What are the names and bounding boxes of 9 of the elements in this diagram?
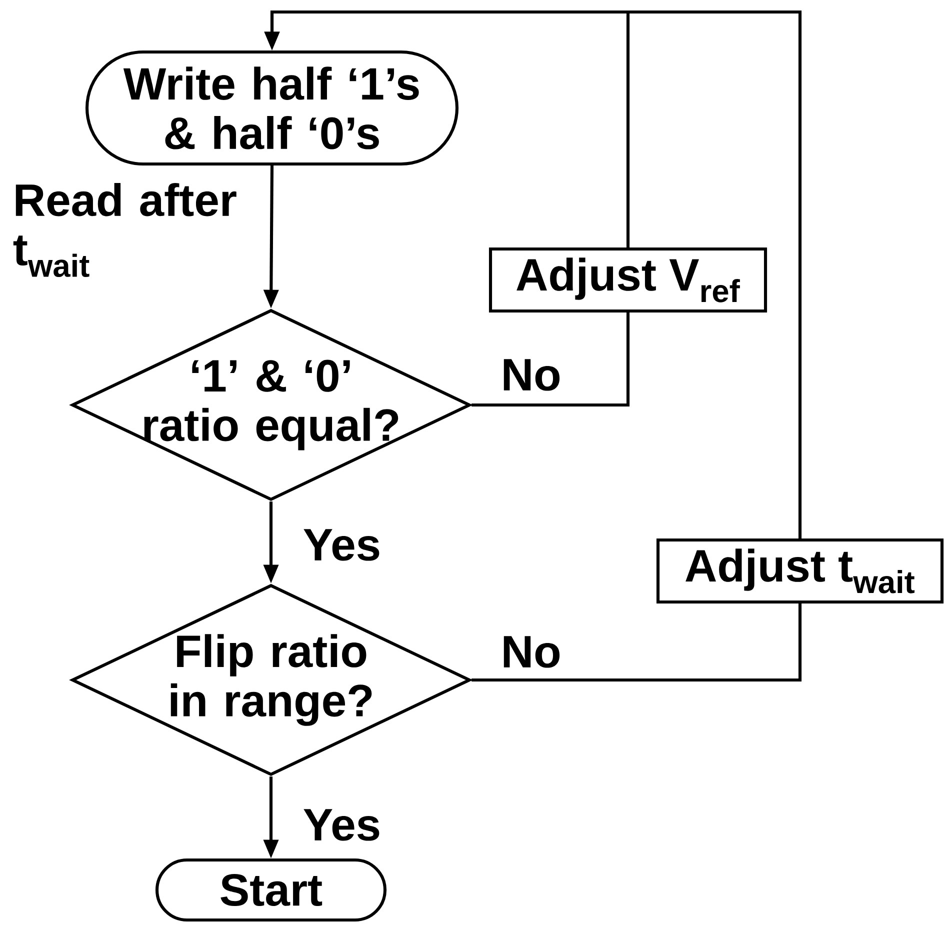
process-box: Adjust t$_{wait}$ [656,538,944,604]
process-box: Adjust V$_{ref}$ [488,247,768,313]
start-end-terminal: Start [155,858,387,922]
edge-label: Yes [304,809,380,841]
edge-label: Read after t$_{wait}$ [13,182,236,278]
start-end-terminal: Write half ‘1’s & half ‘0’s [85,50,459,166]
edge-label: No [504,359,560,391]
edge-label: No [504,636,560,668]
edge-label: Yes [304,529,380,561]
